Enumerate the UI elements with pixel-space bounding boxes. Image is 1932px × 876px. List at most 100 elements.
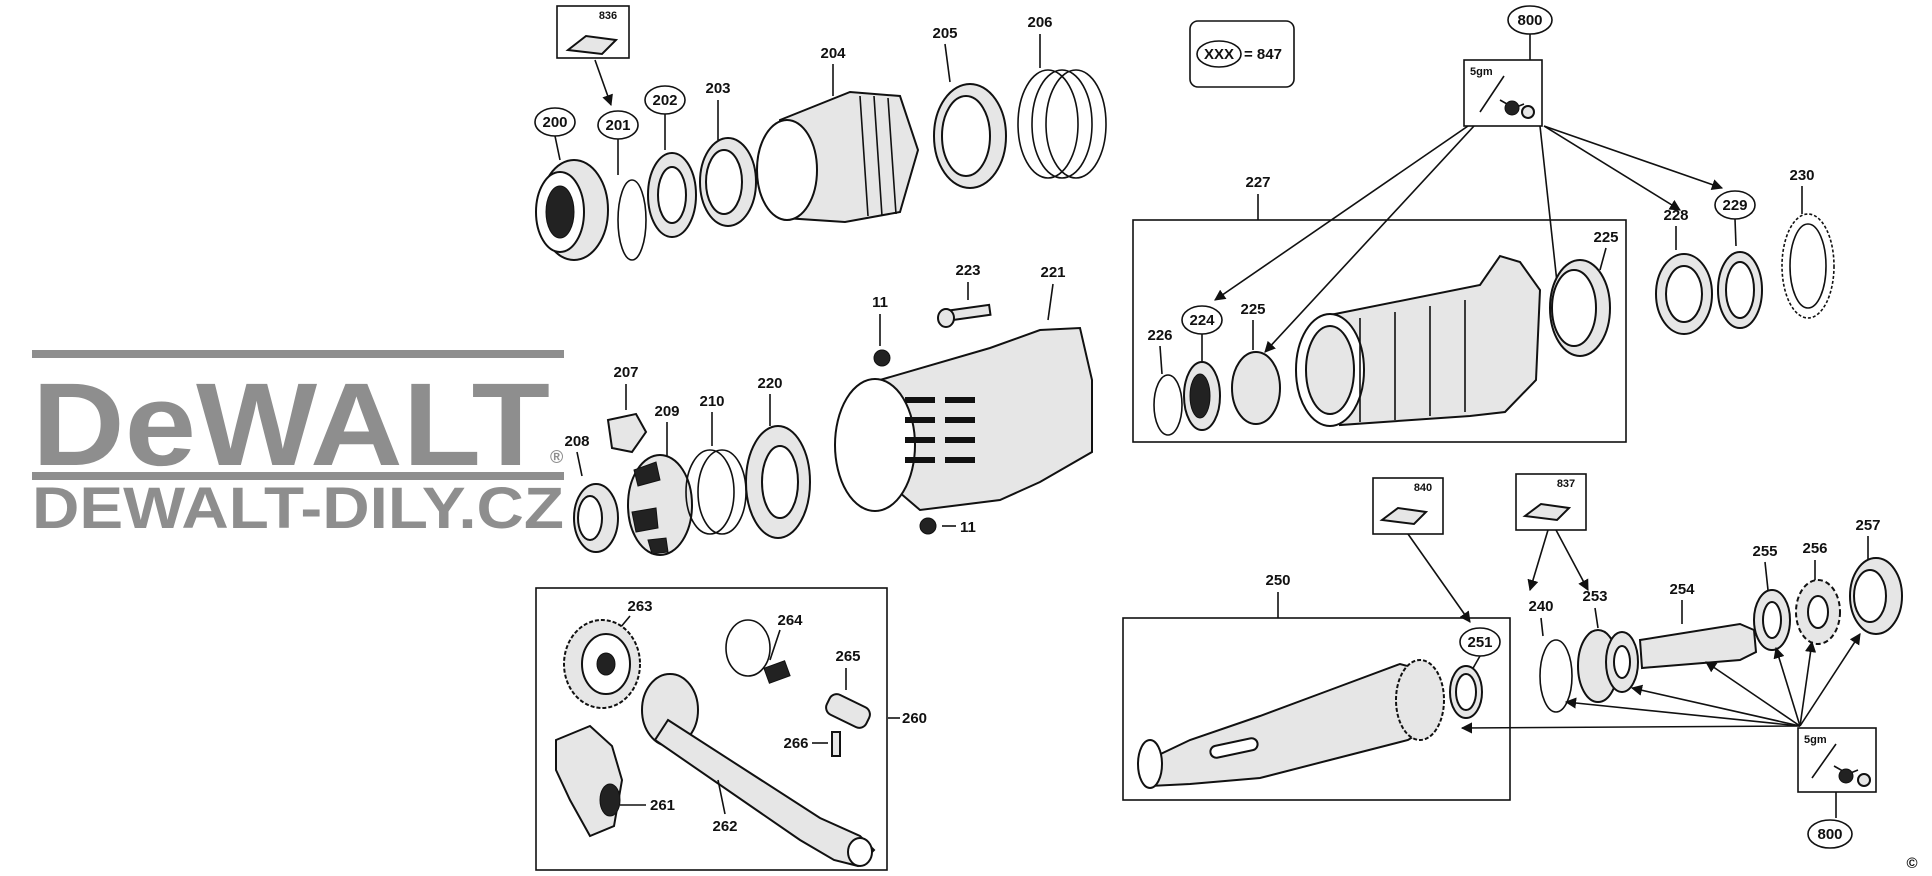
part-205-collar [933,83,1007,189]
callout-203: 203 [705,80,730,97]
group-front-chuck: 836 200 201 202 203 2 [534,5,1107,261]
part-257-cap [1849,557,1903,635]
callout-202: 202 [652,92,677,109]
callout-206: 206 [1027,14,1052,31]
callout-256: 256 [1802,540,1827,557]
group-gear-housing: 207 208 209 210 220 11 [564,262,1093,556]
part-230-gear-ring [1781,213,1835,319]
callout-227: 227 [1245,174,1270,191]
part-208-bearing [573,483,619,553]
part-262-grip [641,673,876,868]
legend-value: = 847 [1244,46,1282,63]
part-223-bolt [937,303,992,328]
callout-254: 254 [1669,581,1695,598]
callout-221: 221 [1040,264,1065,281]
callout-251: 251 [1467,634,1492,651]
callout-264: 264 [777,612,803,629]
callout-262: 262 [712,818,737,835]
part-motor-housing [1295,254,1542,427]
part-261-bracket [555,724,624,838]
part-204-sleeve [756,90,920,224]
callout-800-bottom: 800 [1817,826,1842,843]
callout-223: 223 [955,262,980,279]
copyright-mark: © [1906,855,1917,872]
callout-266: 266 [783,735,808,752]
callout-257: 257 [1855,517,1880,534]
frame-260 [535,587,888,871]
group-spindle: 840 837 250 251 240 25 [1122,473,1903,849]
part-206-spring [1017,69,1107,179]
callout-204: 204 [820,45,846,62]
callout-837: 837 [1557,478,1575,490]
callout-228: 228 [1663,207,1688,224]
callout-208: 208 [564,433,589,450]
callout-205: 205 [932,25,957,42]
registered-mark: ® [550,447,563,467]
frame-250 [1122,617,1511,801]
part-256-gear [1795,579,1841,645]
callout-800-top: 800 [1517,12,1542,29]
part-253-guide [1577,629,1639,703]
part-207-block [606,412,648,454]
callout-265: 265 [835,648,860,665]
callout-225-right: 225 [1593,229,1618,246]
callout-225-left: 225 [1240,301,1265,318]
callout-220: 220 [757,375,782,392]
part-226-ring [1153,374,1183,436]
logo-brand: DeWALT [32,359,550,491]
callout-210: 210 [699,393,724,410]
screw-11-bottom [919,517,937,535]
callout-260: 260 [902,710,927,727]
grease-5gm-top: 5gm [1470,66,1493,78]
part-263-knob [563,619,641,709]
part-210-spring [685,449,747,535]
callout-229: 229 [1722,197,1747,214]
part-209-clutch [627,454,693,556]
part-220-plate [745,425,811,539]
legend-box: XXX = 847 [1189,20,1295,88]
screw-11-top [873,349,891,367]
callout-224: 224 [1189,312,1215,329]
callout-200: 200 [542,114,567,131]
part-200-nose-cap [535,159,609,261]
part-201-ring [617,179,647,261]
group-side-handle: 263 264 265 266 260 262 [535,587,927,871]
part-228-ring [1655,253,1713,335]
part-255-washer [1753,589,1791,651]
callout-255: 255 [1752,543,1777,560]
part-202-washer [647,152,697,238]
part-265-threaded-rod [825,693,871,729]
part-225-sleeve-right [1549,259,1611,357]
logo-site: DEWALT-DILY.CZ [32,476,564,541]
part-251-ring [1449,665,1483,719]
callout-230: 230 [1789,167,1814,184]
frame-227 [1132,219,1627,443]
callout-11-top: 11 [872,294,888,311]
callout-840: 840 [1414,482,1432,494]
callout-226: 226 [1147,327,1172,344]
callout-250: 250 [1265,572,1290,589]
part-203-seal [699,137,757,227]
callout-207: 207 [613,364,638,381]
part-225-ring-left [1231,351,1281,425]
callout-253: 253 [1582,588,1607,605]
part-254-striker [1638,622,1758,670]
part-266-pin [831,731,841,757]
callout-209: 209 [654,403,679,420]
group-motor-housing: 800 5gm 227 226 224 225 [1132,5,1835,443]
part-221-gear-housing [834,326,1093,512]
dewalt-logo: DeWALT ® DEWALT-DILY.CZ [32,350,564,541]
part-240-ring [1539,639,1573,713]
callout-261: 261 [650,797,675,814]
callout-263: 263 [627,598,652,615]
grease-5gm-bottom: 5gm [1804,734,1827,746]
callout-836: 836 [599,10,617,22]
part-spindle [1137,659,1445,789]
part-224-bearing [1183,361,1221,431]
part-229-bushing [1717,251,1763,329]
part-264-clamp [725,619,791,684]
callout-201: 201 [605,117,630,134]
callout-240: 240 [1528,598,1553,615]
legend-key: XXX [1204,46,1234,63]
